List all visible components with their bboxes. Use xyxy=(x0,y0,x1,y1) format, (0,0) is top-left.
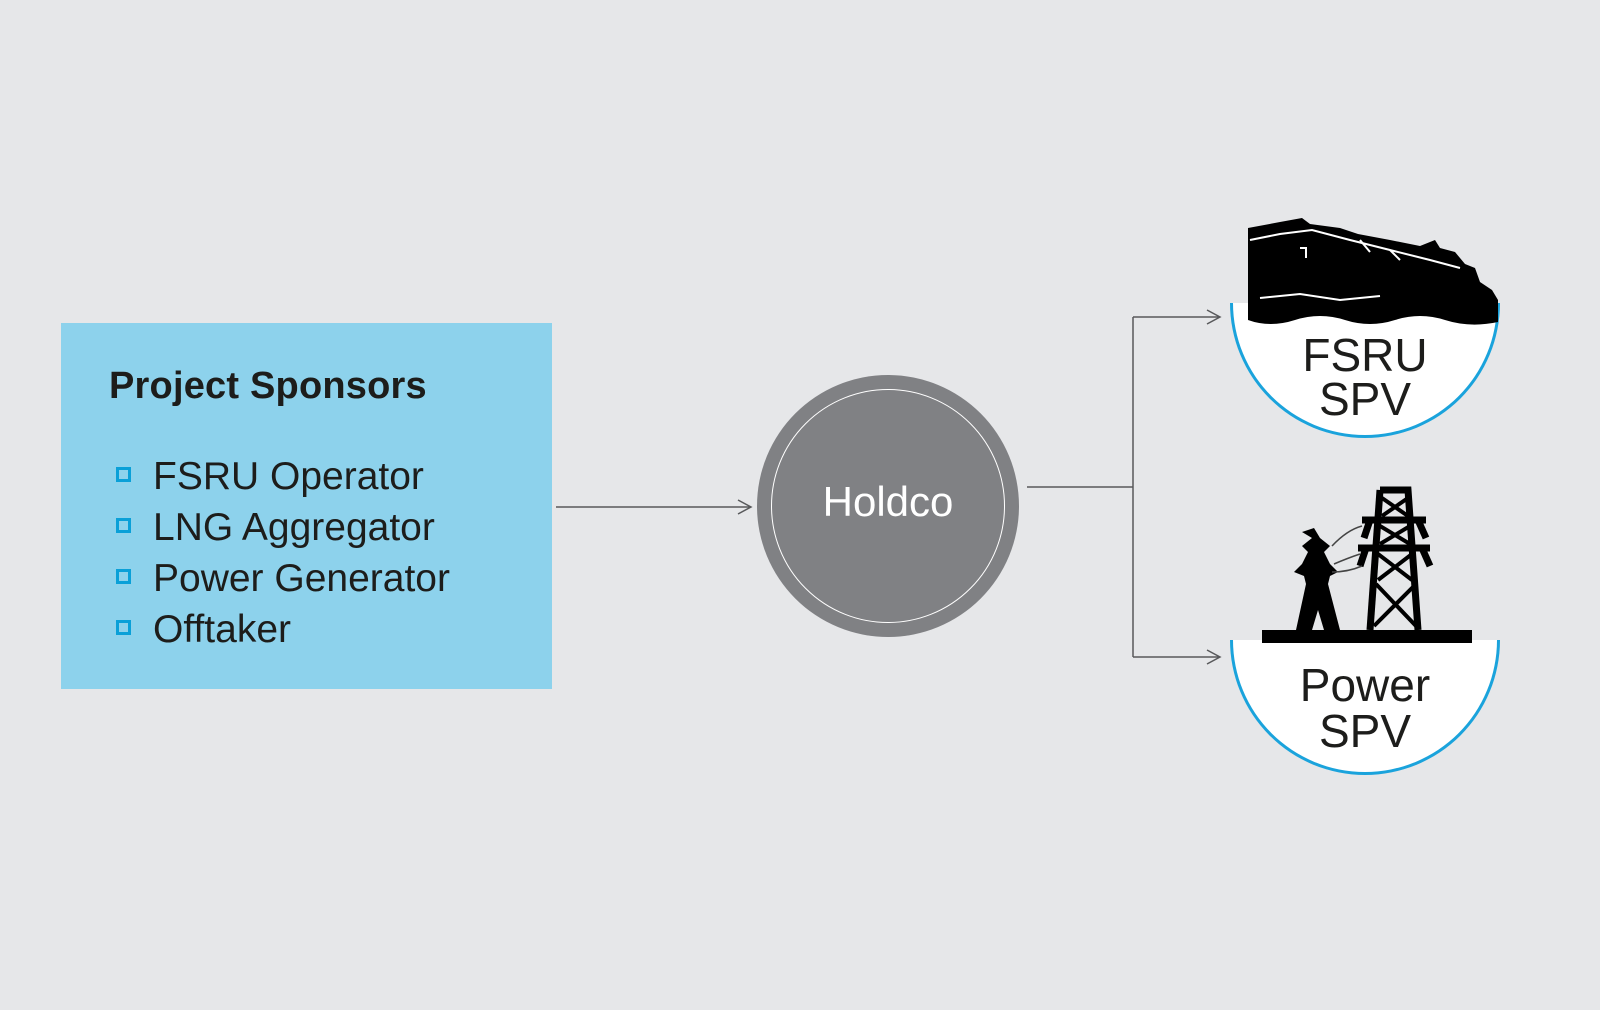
fsru-spv-node: FSRU SPV xyxy=(1230,210,1500,440)
project-sponsors-box: Project Sponsors FSRU Operator LNG Aggre… xyxy=(61,323,552,689)
holdco-label: Holdco xyxy=(822,478,954,525)
spv-label-line2: SPV xyxy=(1318,373,1412,425)
spv-label-line2: SPV xyxy=(1318,705,1412,757)
arrowhead-icon xyxy=(1206,649,1222,665)
square-bullet-icon xyxy=(116,620,131,635)
list-item: Offtaker xyxy=(116,604,450,655)
arrowhead-icon xyxy=(1206,309,1222,325)
arrowhead-icon xyxy=(737,499,753,515)
sponsors-title: Project Sponsors xyxy=(109,365,427,407)
holdco-ring xyxy=(771,389,1005,623)
power-pylon-icon xyxy=(1262,486,1472,643)
list-item: Power Generator xyxy=(116,553,450,604)
power-spv-node: Power SPV xyxy=(1230,480,1500,775)
sponsor-label: LNG Aggregator xyxy=(153,505,435,549)
square-bullet-icon xyxy=(116,467,131,482)
square-bullet-icon xyxy=(116,569,131,584)
square-bullet-icon xyxy=(116,518,131,533)
sponsor-label: Power Generator xyxy=(153,556,450,600)
list-item: FSRU Operator xyxy=(116,451,450,502)
sponsor-label: FSRU Operator xyxy=(153,454,424,498)
list-item: LNG Aggregator xyxy=(116,502,450,553)
holdco-node: Holdco xyxy=(757,375,1019,637)
sponsor-label: Offtaker xyxy=(153,607,292,651)
spv-label-line1: FSRU xyxy=(1302,329,1428,381)
ship-icon xyxy=(1248,218,1498,325)
spv-label-line1: Power xyxy=(1299,659,1431,711)
sponsors-list: FSRU Operator LNG Aggregator Power Gener… xyxy=(116,451,450,655)
